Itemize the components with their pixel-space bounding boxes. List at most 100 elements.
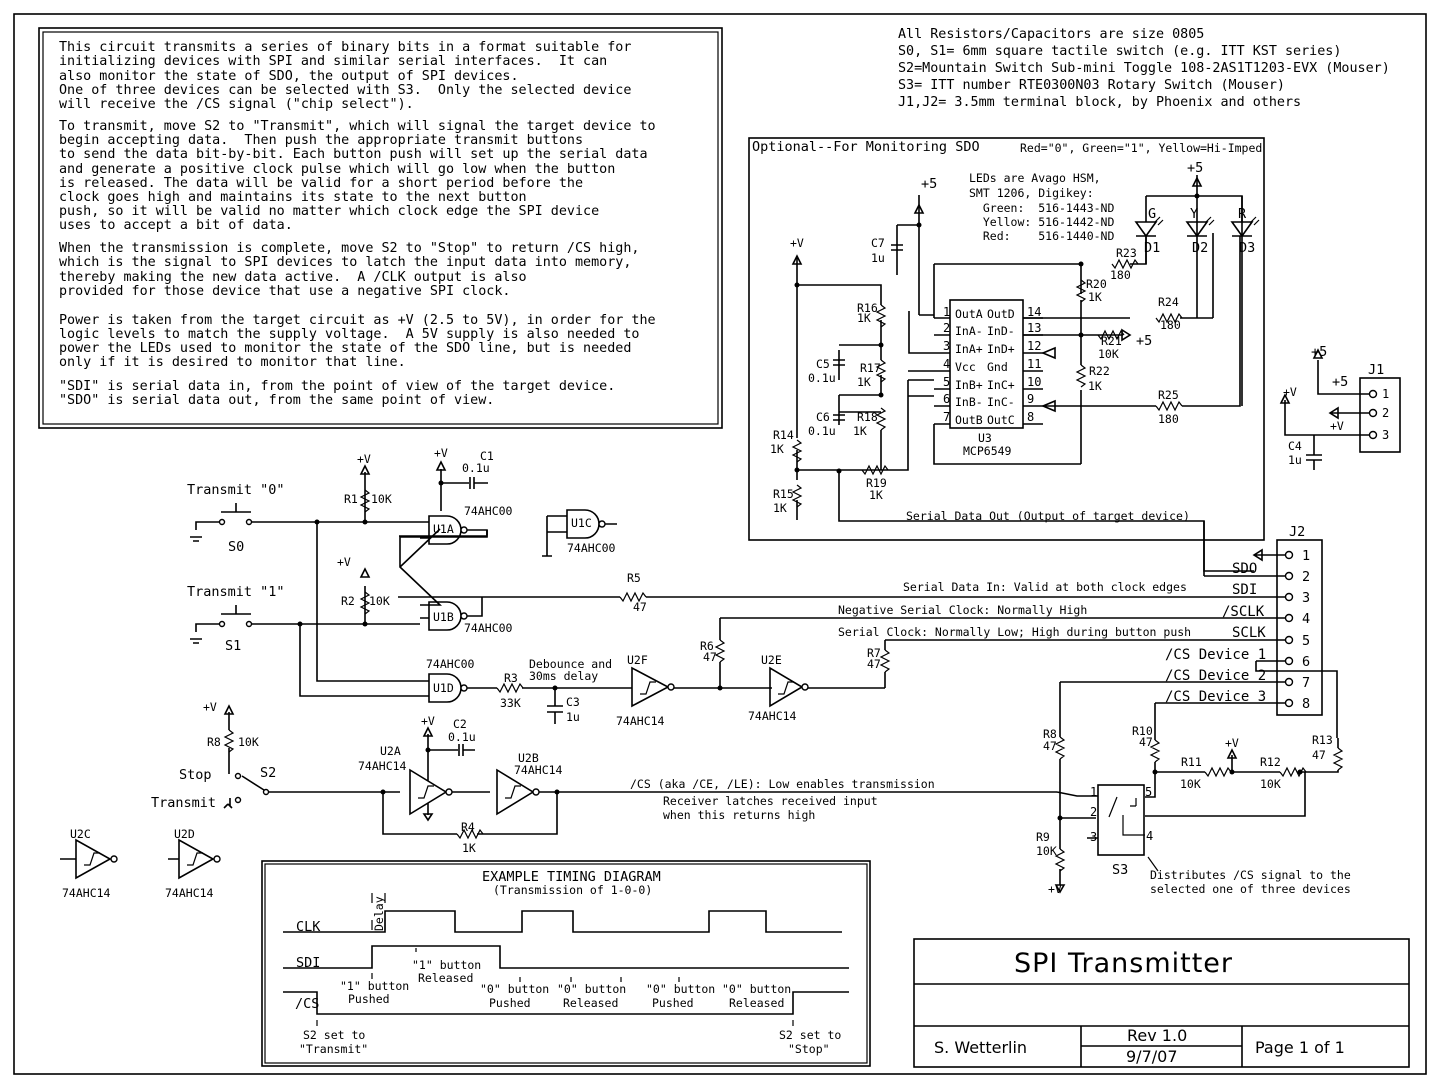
- s0-label: S0: [228, 539, 244, 555]
- svg-text:4: 4: [1146, 829, 1153, 843]
- desc-line: logic levels to match the supply voltage…: [59, 327, 639, 342]
- led-g-label: G: [1148, 206, 1156, 222]
- svg-text:1: 1: [1090, 785, 1097, 799]
- svg-text:3: 3: [1382, 428, 1389, 442]
- u3-pin-num: 5: [943, 375, 950, 389]
- sclk-label: SCLK: [1232, 625, 1266, 641]
- debounce-label: Debounce and: [529, 657, 612, 671]
- r20-label: R20: [1086, 277, 1107, 291]
- note: S0, S1= 6mm square tactile switch (e.g. …: [898, 44, 1341, 59]
- plusv-label: +V: [1048, 882, 1062, 896]
- u3-pin-name: InD-: [987, 324, 1015, 338]
- transmit0-label: Transmit "0": [187, 482, 285, 498]
- u3-pin-name: InB+: [955, 378, 983, 392]
- r16-value: 1K: [857, 311, 871, 325]
- j1-plusv-pin: +V: [1330, 419, 1344, 433]
- monitor-title: Optional--For Monitoring SDO: [752, 139, 980, 155]
- desc-line: push, so it will be valid no matter whic…: [59, 204, 599, 219]
- led-note: LEDs are Avago HSM,: [969, 171, 1101, 185]
- r12-label: R12: [1260, 755, 1281, 769]
- svg-text:8: 8: [1302, 696, 1310, 712]
- cs-line-label: /CS (aka /CE, /LE): Low enables transmis…: [630, 777, 935, 791]
- cs-device-3-label: /CS Device 3: [1165, 689, 1266, 705]
- u2b-label: U2B: [518, 751, 539, 765]
- c5-value: 0.1u: [808, 371, 836, 385]
- nsclk-label: /SCLK: [1222, 604, 1265, 620]
- sdi-label: SDI: [1232, 582, 1257, 598]
- u3-pin-name: OutB: [955, 413, 983, 427]
- plus5-label: +5: [921, 176, 937, 192]
- latch-note: Receiver latches received input: [663, 794, 878, 808]
- svg-text:6: 6: [1302, 654, 1310, 670]
- r7-label: R7: [867, 646, 881, 660]
- u3-ref: U3: [978, 431, 992, 445]
- c7-value: 1u: [871, 251, 885, 265]
- title-block: SPI Transmitter S. Wetterlin Rev 1.0 9/7…: [913, 938, 1410, 1068]
- stop-label: Stop: [179, 767, 212, 783]
- cs-device-2-label: /CS Device 2: [1165, 668, 1266, 684]
- u1c-part: 74AHC00: [567, 541, 616, 555]
- r1-value: 10K: [371, 492, 392, 506]
- svg-text:5: 5: [1302, 633, 1310, 649]
- timing-note: Released: [563, 996, 618, 1010]
- u3-pin-name: InC-: [987, 395, 1015, 409]
- s2-label: S2: [260, 765, 276, 781]
- plus5-label: +5: [1187, 160, 1203, 176]
- c7-label: C7: [871, 236, 885, 250]
- monitor-legend: Red="0", Green="1", Yellow=Hi-Imped: [1020, 141, 1262, 155]
- u3-pin-num: 1: [943, 305, 950, 319]
- timing-note: Pushed: [652, 996, 694, 1010]
- u2e-label: U2E: [761, 653, 782, 667]
- j1-plus5: +5: [1311, 344, 1327, 360]
- svg-text:5: 5: [1145, 785, 1152, 799]
- u1a-label: U1A: [433, 522, 454, 536]
- cs-device-1-label: /CS Device 1: [1165, 647, 1266, 663]
- s1-label: S1: [225, 638, 241, 654]
- c5-label: C5: [816, 357, 830, 371]
- u3-pin-num: 10: [1027, 375, 1041, 389]
- r20-value: 1K: [1088, 290, 1102, 304]
- r10-label: R10: [1132, 724, 1153, 738]
- c1-label: C1: [480, 449, 494, 463]
- u3-pin-num: 14: [1027, 305, 1041, 319]
- r16-label: R16: [857, 301, 878, 315]
- u3-chip: [949, 299, 1024, 429]
- transmit1-label: Transmit "1": [187, 584, 285, 600]
- r22-label: R22: [1089, 364, 1110, 378]
- u2e-part: 74AHC14: [748, 709, 797, 723]
- r6-label: R6: [700, 639, 714, 653]
- timing-note: "1" button: [340, 979, 409, 993]
- svg-text:3: 3: [1302, 590, 1310, 606]
- c6-value: 0.1u: [808, 424, 836, 438]
- plusv-label: +V: [357, 452, 371, 466]
- distrib-note: selected one of three devices: [1150, 882, 1351, 896]
- r10-value: 47: [1139, 735, 1153, 749]
- timing-diagram: EXAMPLE TIMING DIAGRAM (Transmission of …: [261, 860, 871, 1067]
- c2-value: 0.1u: [448, 730, 476, 744]
- u3-pin-num: 13: [1027, 321, 1041, 335]
- svg-text:1: 1: [1382, 387, 1389, 401]
- r22-value: 1K: [1088, 379, 1102, 393]
- u3-pin-num: 8: [1027, 410, 1034, 424]
- timing-subtitle: (Transmission of 1-0-0): [493, 883, 652, 897]
- desc-line: begin accepting data. Then push the appr…: [59, 133, 583, 148]
- r13-label: R13: [1312, 733, 1333, 747]
- r21-value: 10K: [1098, 347, 1119, 361]
- svg-text:2: 2: [1090, 805, 1097, 819]
- r25-value: 180: [1158, 412, 1179, 426]
- u2b-part: 74AHC14: [514, 763, 563, 777]
- r17-value: 1K: [857, 375, 871, 389]
- desc-line: uses to accept a bit of data.: [59, 218, 293, 233]
- plusv-label: +V: [790, 236, 804, 250]
- u3-pin-name: OutC: [987, 413, 1015, 427]
- r12-value: 10K: [1260, 777, 1281, 791]
- description-text: This circuit transmits a series of binar…: [59, 40, 656, 408]
- r25-label: R25: [1158, 388, 1179, 402]
- desc-line: "SDI" is serial data in, from the point …: [59, 379, 615, 394]
- r9-label: R9: [1036, 830, 1050, 844]
- timing-note: S2 set to: [779, 1028, 841, 1042]
- serial-data-out-label: Serial Data Out (Output of target device…: [906, 509, 1190, 523]
- d2-label: D2: [1192, 240, 1208, 256]
- timing-note: Pushed: [489, 996, 531, 1010]
